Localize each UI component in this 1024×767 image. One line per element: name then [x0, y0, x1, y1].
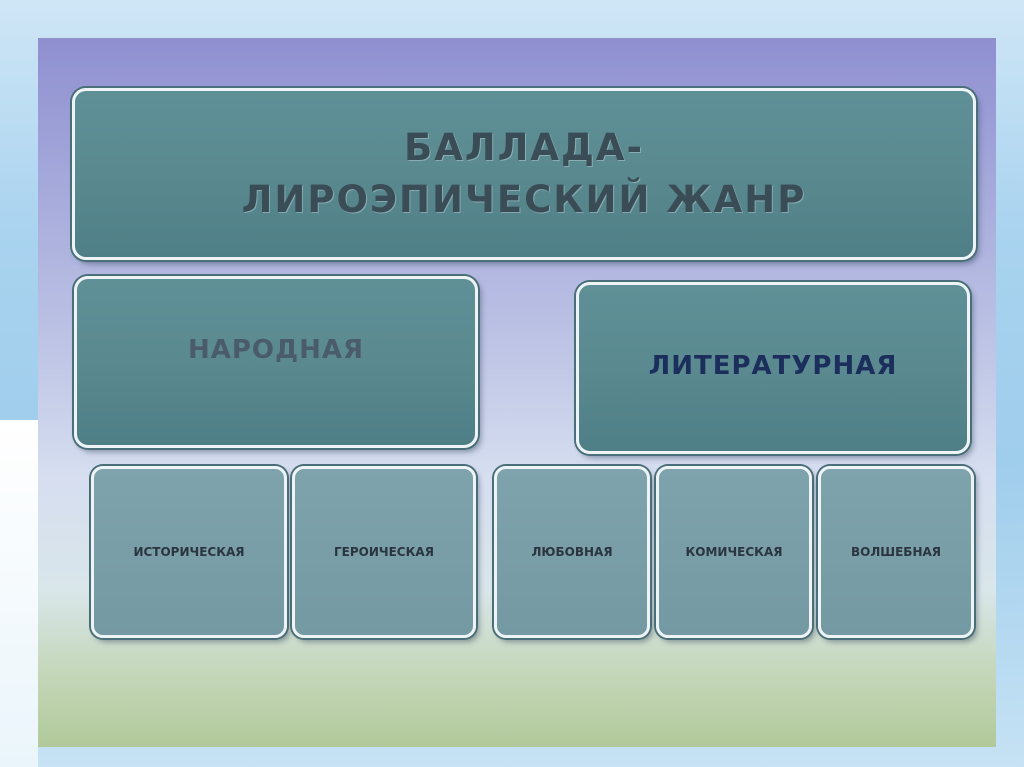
frame-left-panel: [0, 420, 38, 767]
subtype-historical-label: ИСТОРИЧЕСКАЯ: [133, 545, 245, 559]
subtype-heroic-label: ГЕРОИЧЕСКАЯ: [334, 545, 434, 559]
subtype-magic-label: ВОЛШЕБНАЯ: [850, 545, 942, 559]
subtype-love-label: ЛЮБОВНАЯ: [531, 545, 613, 559]
literary-ballad-box: ЛИТЕРАТУРНАЯ: [576, 282, 970, 454]
literary-ballad-label: ЛИТЕРАТУРНАЯ: [648, 351, 898, 381]
slide: БАЛЛАДА- ЛИРОЭПИЧЕСКИЙ ЖАНР НАРОДНАЯ ЛИТ…: [38, 38, 996, 747]
title-box: БАЛЛАДА- ЛИРОЭПИЧЕСКИЙ ЖАНР: [72, 88, 976, 260]
title-line-1: БАЛЛАДА-: [404, 126, 644, 169]
folk-ballad-label: НАРОДНАЯ: [187, 335, 365, 365]
title-text: БАЛЛАДА- ЛИРОЭПИЧЕСКИЙ ЖАНР: [242, 122, 807, 226]
subtype-historical-box: ИСТОРИЧЕСКАЯ: [91, 466, 287, 638]
folk-ballad-box: НАРОДНАЯ: [74, 276, 478, 448]
subtype-magic-box: ВОЛШЕБНАЯ: [818, 466, 974, 638]
subtype-comic-box: КОМИЧЕСКАЯ: [656, 466, 812, 638]
subtype-love-box: ЛЮБОВНАЯ: [494, 466, 650, 638]
subtype-heroic-box: ГЕРОИЧЕСКАЯ: [292, 466, 476, 638]
title-line-2: ЛИРОЭПИЧЕСКИЙ ЖАНР: [241, 178, 807, 221]
subtype-comic-label: КОМИЧЕСКАЯ: [685, 545, 783, 559]
